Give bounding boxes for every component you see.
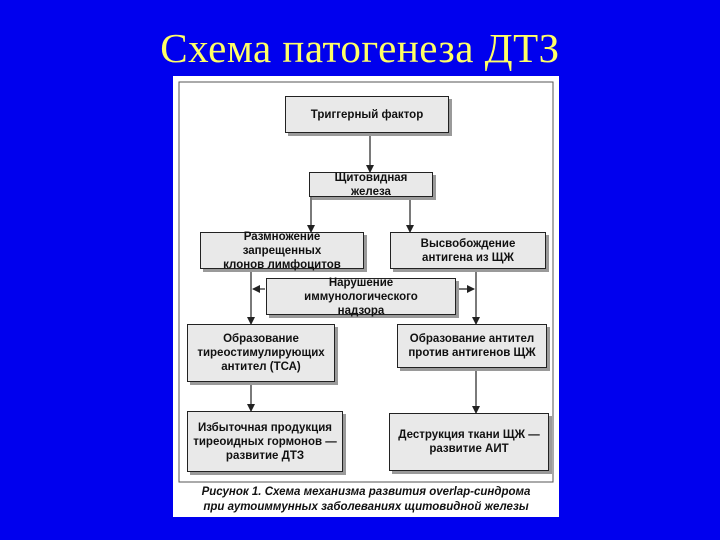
node-thyroid-gland: Щитовидная железа: [309, 172, 433, 198]
node-antigen-release: Высвобождение антигена из ЩЖ: [390, 232, 546, 269]
node-trigger-factor: Триггерный фактор: [285, 96, 449, 133]
node-immune-surveillance-disorder: Нарушение иммунологического надзора: [266, 277, 456, 317]
node-hormone-overproduction: Избыточная продукция тиреоидных гормонов…: [187, 411, 343, 472]
figure-caption: Рисунок 1. Схема механизма развития over…: [201, 486, 531, 513]
diagram-connectors: [178, 81, 554, 483]
node-tsa-formation: Образование тиреостимулирующих антител (…: [187, 324, 335, 382]
diagram-frame: [178, 81, 554, 483]
node-tissue-destruction: Деструкция ткани ЩЖ — развитие АИТ: [389, 413, 549, 471]
node-lymphocyte-clones: Размножение запрещенных клонов лимфоцито…: [200, 231, 364, 271]
slide-title: Схема патогенеза ДТЗ: [160, 25, 560, 71]
node-antibody-formation: Образование антител против антигенов ЩЖ: [397, 324, 547, 368]
diagram-figure: Триггерный фактор Щитовидная железа Разм…: [173, 76, 559, 517]
